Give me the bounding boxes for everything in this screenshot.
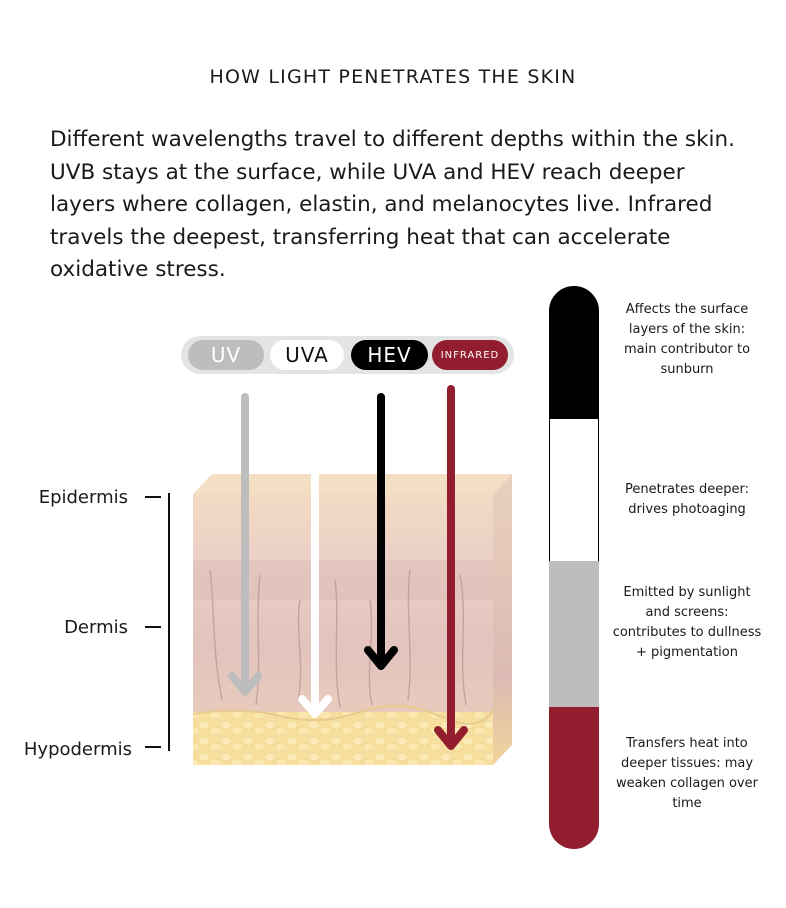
surface-depth-segment	[549, 286, 599, 419]
epidermis-label: Epidermis	[38, 487, 128, 508]
hev-arrow	[364, 393, 398, 670]
deeper-effect-text: Penetrates deeper: drives photoaging	[624, 482, 749, 517]
infrared-pill: INFRARED	[432, 340, 508, 370]
hypodermis-edge	[192, 704, 494, 725]
skin-top-face	[193, 474, 512, 494]
epidermis-tick	[145, 496, 161, 498]
page-title: HOW LIGHT PENETRATES THE SKIN	[209, 66, 577, 88]
uv-pill: UV	[188, 340, 264, 370]
intro-text: Different wavelengths travel to differen…	[50, 127, 735, 282]
heat-depth-segment	[549, 707, 599, 849]
hypodermis-tick	[145, 746, 161, 748]
deeper-depth-segment	[549, 419, 599, 561]
dermis-tick	[145, 626, 161, 628]
hev-pill: HEV	[351, 340, 428, 370]
surface-effect-text: Affects the surface layers of the skin: …	[623, 302, 751, 377]
uva-pill: UVA	[270, 340, 344, 370]
skin-side-face	[493, 474, 512, 765]
screens-effect-text: Emitted by sunlight and screens: contrib…	[612, 585, 762, 660]
skin-structures	[209, 569, 467, 709]
hypodermis-label: Hypodermis	[23, 739, 132, 760]
uva-arrow	[298, 470, 332, 718]
heat-effect-text: Transfers heat into deeper tissues: may …	[616, 736, 758, 811]
screens-depth-segment	[549, 561, 599, 707]
uv-arrow	[228, 393, 262, 696]
depth-axis-line	[168, 493, 170, 751]
infrared-arrow	[434, 385, 468, 750]
dermis-label: Dermis	[64, 617, 128, 638]
